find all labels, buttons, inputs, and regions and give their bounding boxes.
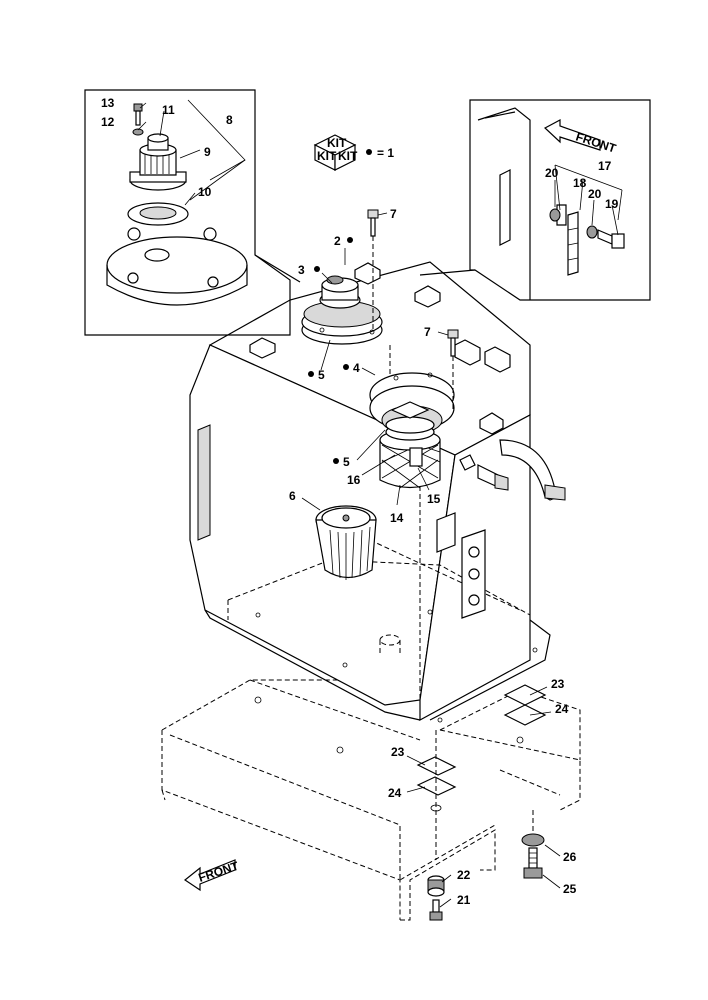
callout-21: 21 bbox=[457, 893, 471, 907]
front-arrow-bottom: FRONT bbox=[183, 859, 241, 892]
frame-base bbox=[161, 679, 581, 921]
callout-13: 13 bbox=[101, 96, 115, 110]
svg-text:FRONT: FRONT bbox=[197, 859, 241, 885]
callout-17: 17 bbox=[598, 159, 612, 173]
svg-text:= 1: = 1 bbox=[377, 146, 394, 160]
callout-8: 8 bbox=[226, 113, 233, 127]
callout-3: 3 bbox=[298, 263, 305, 277]
callout-24b: 24 bbox=[555, 702, 569, 716]
bolts-7 bbox=[367, 209, 459, 410]
callout-4: 4 bbox=[353, 361, 360, 375]
callout-5b: 5 bbox=[343, 455, 350, 469]
callout-20a: 20 bbox=[545, 166, 559, 180]
callout-14: 14 bbox=[390, 511, 404, 525]
callout-25: 25 bbox=[563, 882, 577, 896]
front-arrow-top: FRONT bbox=[543, 119, 618, 156]
callout-11: 11 bbox=[162, 103, 175, 117]
return-filter bbox=[315, 505, 377, 580]
callout-15: 15 bbox=[427, 492, 441, 506]
svg-text:KIT: KIT bbox=[338, 149, 358, 163]
callout-10: 10 bbox=[198, 185, 212, 199]
kit-box: KIT KIT KIT = 1 bbox=[313, 134, 394, 171]
callout-26: 26 bbox=[563, 850, 577, 864]
callout-labels: 2 3 4 5 5 6 7 7 8 9 10 11 12 13 14 15 16… bbox=[101, 96, 619, 907]
callout-7a: 7 bbox=[390, 207, 397, 221]
filler-cap-assembly bbox=[301, 275, 383, 345]
callout-18: 18 bbox=[573, 176, 587, 190]
callout-24a: 24 bbox=[388, 786, 402, 800]
callout-9: 9 bbox=[204, 145, 211, 159]
side-ports bbox=[436, 439, 566, 619]
callout-23b: 23 bbox=[551, 677, 565, 691]
detail-box-sight-gauge bbox=[419, 99, 651, 301]
callout-22: 22 bbox=[457, 868, 471, 882]
callout-20b: 20 bbox=[588, 187, 602, 201]
svg-text:KIT: KIT bbox=[317, 149, 337, 163]
callout-16: 16 bbox=[347, 473, 361, 487]
svg-text:KIT: KIT bbox=[327, 136, 347, 150]
callout-2: 2 bbox=[334, 234, 341, 248]
detail-box-cap bbox=[84, 89, 301, 336]
callout-12: 12 bbox=[101, 115, 115, 129]
svg-text:FRONT: FRONT bbox=[574, 130, 618, 156]
callout-19: 19 bbox=[605, 197, 619, 211]
strainer-assembly bbox=[369, 372, 455, 489]
callout-6: 6 bbox=[289, 489, 296, 503]
mounting-hardware bbox=[416, 684, 547, 921]
callout-7b: 7 bbox=[424, 325, 431, 339]
callout-5a: 5 bbox=[318, 368, 325, 382]
top-brackets bbox=[249, 262, 511, 435]
callout-23a: 23 bbox=[391, 745, 405, 759]
leader-lines bbox=[137, 102, 619, 908]
